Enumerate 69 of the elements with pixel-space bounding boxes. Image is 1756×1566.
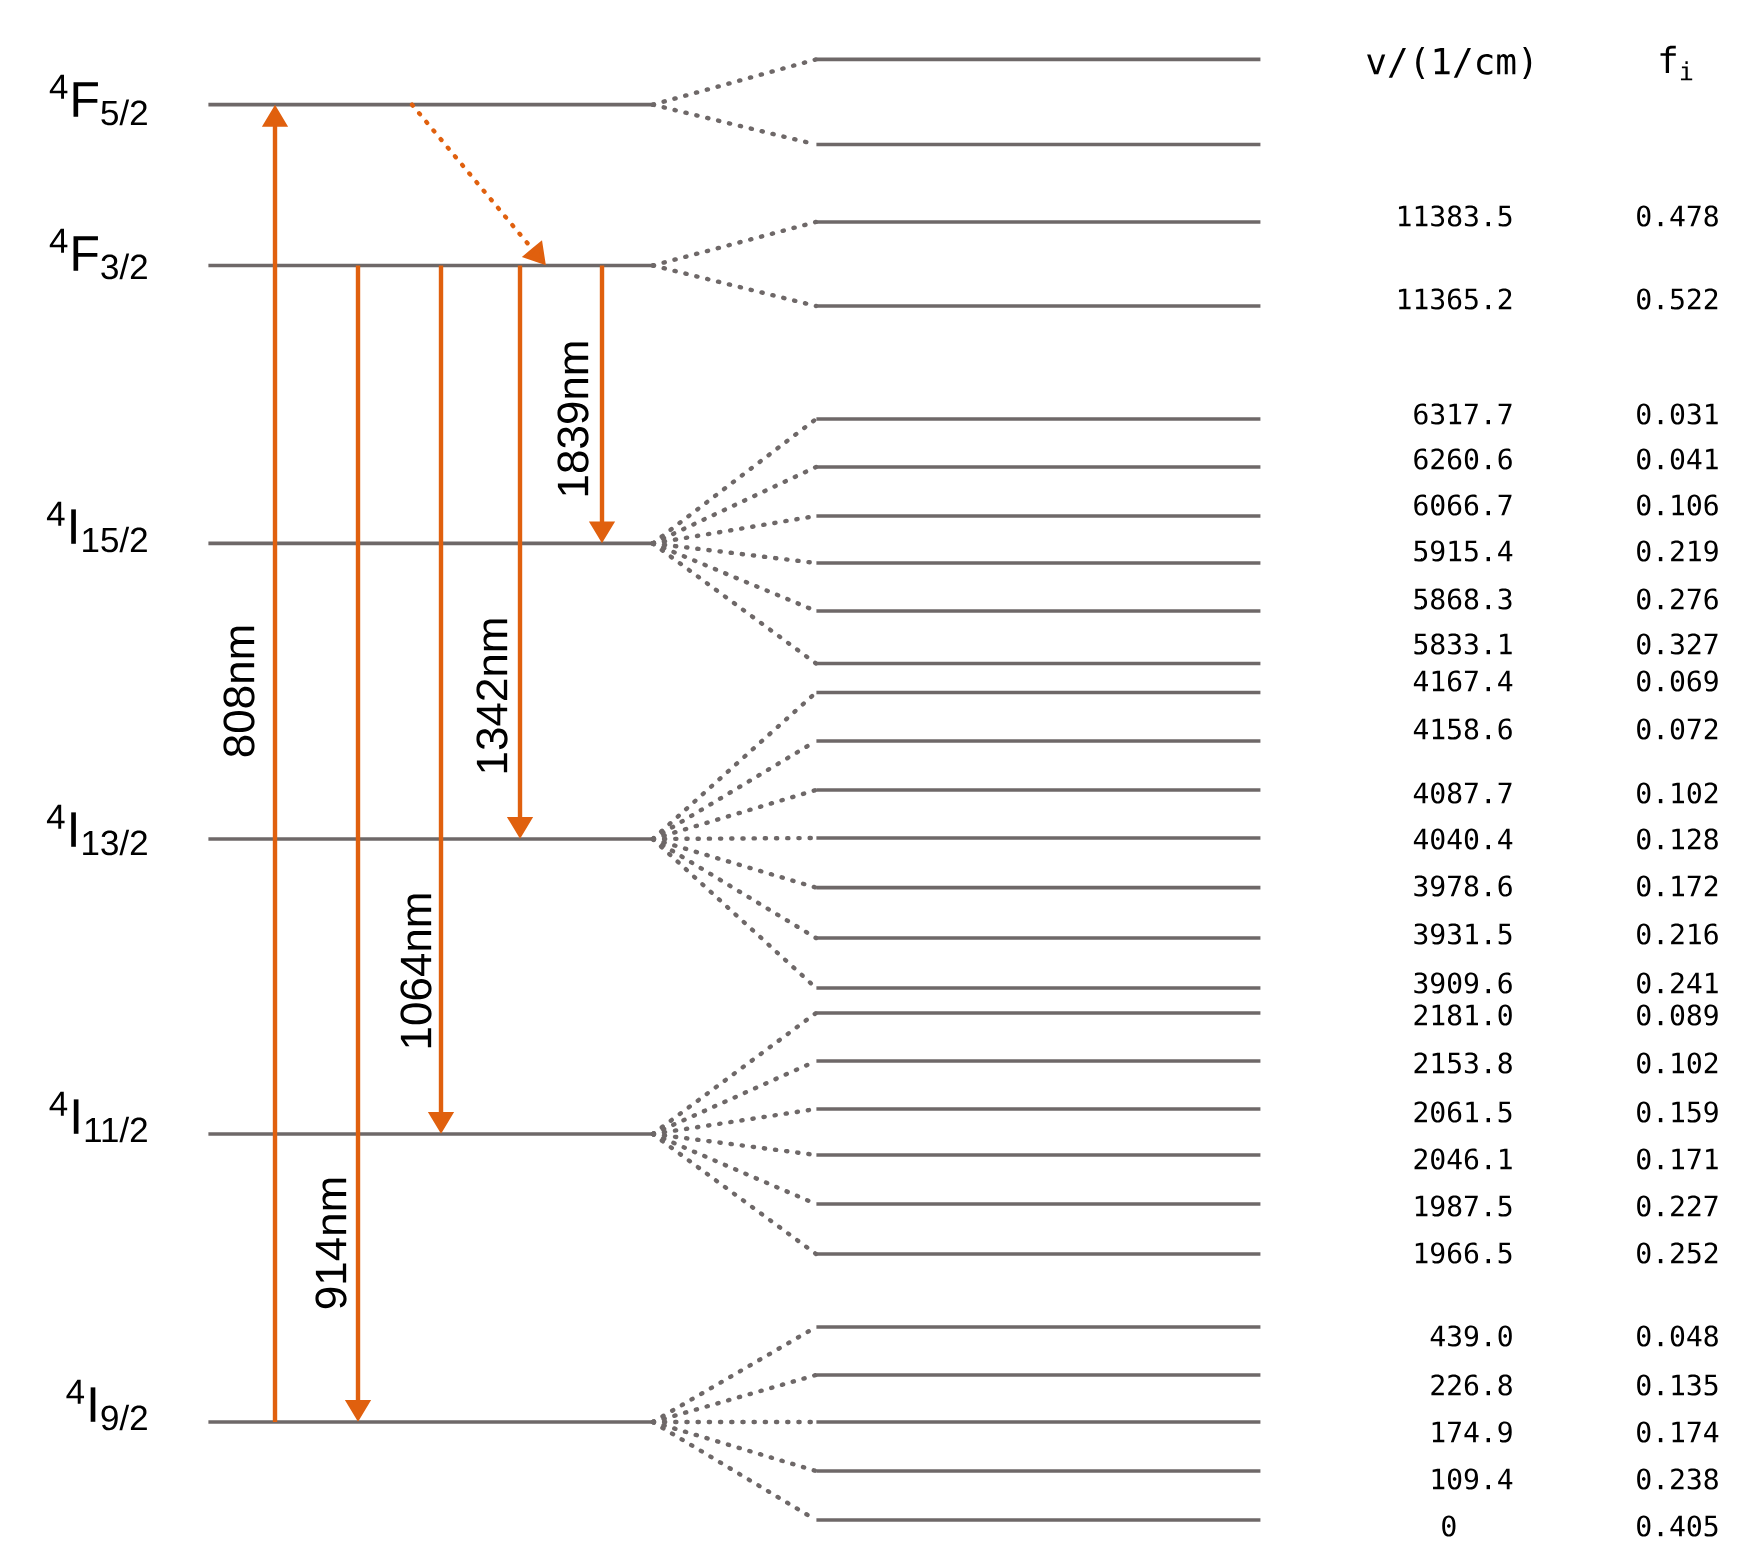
fraction-value: 0.102 bbox=[1637, 1052, 1718, 1074]
fraction-value: 0.128 bbox=[1637, 828, 1718, 850]
wavenumber-value: 6317.7 bbox=[1414, 403, 1512, 425]
fraction-value: 0.219 bbox=[1637, 540, 1718, 562]
fraction-value: 0.069 bbox=[1637, 670, 1718, 692]
wavenumber-value: 5833.1 bbox=[1414, 633, 1512, 655]
edge-label: 1342nm bbox=[476, 619, 508, 773]
level-label: $^{4}$I$_{11/2}$ bbox=[49, 1091, 147, 1143]
fraction-value: 0.405 bbox=[1637, 1515, 1718, 1537]
wavenumber-value: 2181.0 bbox=[1414, 1004, 1512, 1026]
wavenumber-value: 4087.7 bbox=[1413, 782, 1512, 804]
fraction-value: 0.276 bbox=[1637, 588, 1718, 610]
column-header: v/(1/cm) bbox=[1367, 46, 1532, 79]
edge-label: 914nm bbox=[315, 1178, 347, 1309]
edge-label: 1839nm bbox=[557, 342, 589, 496]
dotted-line bbox=[650, 57, 819, 107]
wavenumber-value: 109.4 bbox=[1432, 1468, 1513, 1490]
fraction-value: 0.327 bbox=[1637, 633, 1718, 655]
level-label: $^{4}$F$_{5/2}$ bbox=[49, 74, 147, 126]
wavenumber-value: 3931.5 bbox=[1414, 923, 1512, 945]
column-header: f$_{i}$ bbox=[1660, 45, 1693, 81]
fraction-value: 0.171 bbox=[1637, 1148, 1718, 1170]
wavenumber-value: 11383.5 bbox=[1398, 205, 1512, 227]
wavenumber-value: 5915.4 bbox=[1414, 540, 1513, 562]
wavenumber-value: 4167.4 bbox=[1413, 670, 1513, 692]
wavenumber-value: 226.8 bbox=[1431, 1374, 1512, 1396]
fraction-value: 0.102 bbox=[1637, 782, 1718, 804]
wavenumber-value: 11365.2 bbox=[1398, 288, 1512, 310]
wavenumber-value: 1987.5 bbox=[1415, 1195, 1512, 1217]
wavenumber-value: 0 bbox=[1442, 1515, 1456, 1537]
edge-label: 1064nm bbox=[400, 894, 432, 1048]
level-label: $^{4}$F$_{3/2}$ bbox=[49, 228, 147, 280]
wavenumber-value: 2153.8 bbox=[1414, 1052, 1512, 1074]
wavenumber-value: 3978.6 bbox=[1414, 875, 1512, 897]
wavenumber-value: 2046.1 bbox=[1414, 1148, 1512, 1170]
fraction-value: 0.241 bbox=[1637, 972, 1718, 994]
fraction-value: 0.216 bbox=[1637, 923, 1718, 945]
fraction-value: 0.174 bbox=[1637, 1421, 1719, 1443]
wavenumber-value: 174.9 bbox=[1432, 1421, 1512, 1443]
fraction-value: 0.041 bbox=[1637, 448, 1718, 470]
level-label: $^{4}$I$_{15/2}$ bbox=[46, 501, 147, 553]
wavenumber-value: 4158.6 bbox=[1413, 718, 1512, 740]
wavenumber-value: 6260.6 bbox=[1414, 448, 1512, 470]
fraction-value: 0.072 bbox=[1637, 718, 1718, 740]
wavenumber-value: 4040.4 bbox=[1413, 828, 1513, 850]
wavenumber-value: 6066.7 bbox=[1414, 494, 1512, 516]
fraction-value: 0.106 bbox=[1637, 494, 1718, 516]
dotted-line bbox=[650, 263, 819, 309]
fraction-value: 0.238 bbox=[1637, 1468, 1718, 1490]
fraction-value: 0.522 bbox=[1637, 288, 1718, 310]
fraction-value: 0.048 bbox=[1637, 1325, 1718, 1347]
dotted-line bbox=[650, 541, 819, 666]
wavenumber-value: 2061.5 bbox=[1414, 1101, 1512, 1123]
wavenumber-value: 5868.3 bbox=[1414, 588, 1512, 610]
wavenumber-value: 3909.6 bbox=[1414, 972, 1512, 994]
fraction-value: 0.031 bbox=[1637, 403, 1718, 425]
fraction-value: 0.172 bbox=[1637, 875, 1718, 897]
dotted-line bbox=[650, 1131, 819, 1257]
fraction-value: 0.252 bbox=[1637, 1242, 1718, 1264]
fraction-value: 0.478 bbox=[1637, 205, 1718, 227]
wavenumber-value: 439.0 bbox=[1430, 1325, 1512, 1347]
level-label: $^{4}$I$_{9/2}$ bbox=[66, 1379, 147, 1431]
fraction-value: 0.089 bbox=[1637, 1004, 1718, 1026]
fraction-value: 0.159 bbox=[1637, 1101, 1718, 1123]
fraction-value: 0.135 bbox=[1637, 1374, 1718, 1396]
level-label: $^{4}$I$_{13/2}$ bbox=[46, 804, 147, 856]
wavenumber-value: 1966.5 bbox=[1415, 1242, 1512, 1264]
edge-label: 808nm bbox=[223, 626, 255, 757]
fraction-value: 0.227 bbox=[1637, 1195, 1718, 1217]
